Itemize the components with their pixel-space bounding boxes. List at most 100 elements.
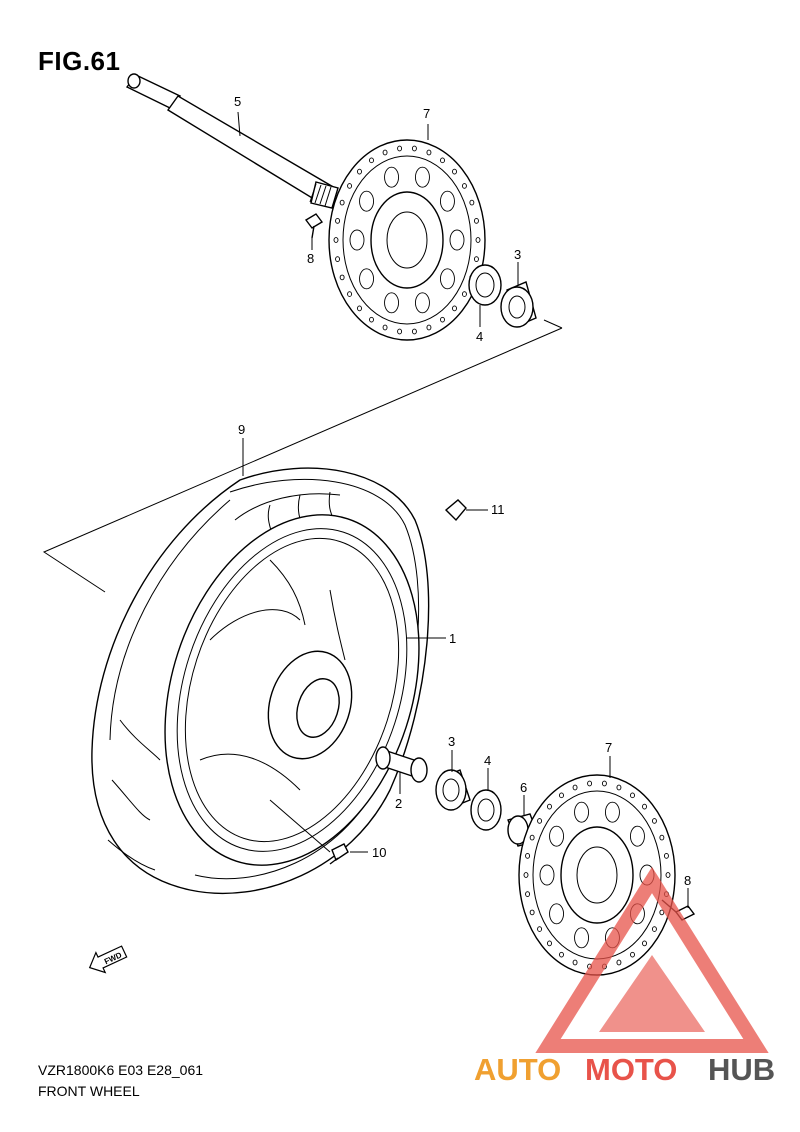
callout-11: 11 bbox=[491, 502, 505, 517]
callout-8-upper: 8 bbox=[307, 251, 314, 266]
disc-drill-hole bbox=[537, 818, 543, 824]
disc-vent-slot bbox=[349, 229, 365, 251]
disc-drill-hole bbox=[461, 291, 467, 297]
disc-drill-hole bbox=[475, 237, 481, 243]
callout-3-upper: 3 bbox=[514, 247, 521, 262]
leader-lines bbox=[237, 111, 689, 908]
disc-drill-hole bbox=[411, 328, 417, 335]
disc-drill-hole bbox=[469, 199, 475, 206]
disc-drill-hole bbox=[333, 237, 339, 243]
callout-7-upper: 7 bbox=[423, 106, 430, 121]
disc-drill-hole bbox=[630, 951, 635, 958]
disc-drill-hole bbox=[665, 872, 671, 878]
callout-1: 1 bbox=[449, 631, 456, 646]
watermark-auto: AUTO bbox=[474, 1052, 561, 1087]
bearing-lower bbox=[435, 769, 471, 811]
disc-vent-slot bbox=[415, 292, 430, 314]
callout-4-lower: 4 bbox=[484, 753, 491, 768]
disc-vent-slot bbox=[384, 166, 399, 188]
disc-drill-hole bbox=[452, 305, 457, 312]
callout-3-lower: 3 bbox=[448, 734, 455, 749]
disc-drill-hole bbox=[335, 218, 341, 224]
watermark-logo-icon bbox=[535, 866, 769, 1053]
disc-drill-hole bbox=[382, 149, 388, 156]
disc-drill-hole bbox=[523, 872, 529, 878]
disc-drill-hole bbox=[537, 926, 543, 932]
balance-weight bbox=[444, 499, 467, 522]
disc-drill-hole bbox=[473, 218, 479, 224]
assembly-plane-outline bbox=[42, 319, 563, 593]
watermark-hub: HUB bbox=[708, 1052, 775, 1087]
tire-valve bbox=[329, 843, 349, 865]
watermark-moto: MOTO bbox=[585, 1052, 677, 1087]
disc-vent-slot bbox=[359, 268, 374, 290]
bearing-upper bbox=[500, 281, 537, 328]
disc-vent-slot bbox=[549, 903, 564, 925]
disc-drill-hole bbox=[559, 951, 564, 958]
disc-vent-slot bbox=[449, 229, 465, 251]
disc-drill-hole bbox=[642, 940, 647, 947]
disc-drill-hole bbox=[525, 891, 531, 897]
disc-drill-hole bbox=[559, 792, 564, 799]
disc-drill-hole bbox=[642, 803, 647, 810]
oil-seal-lower bbox=[470, 789, 502, 831]
front-wheel-rim bbox=[164, 514, 420, 866]
disc-drill-hole bbox=[357, 305, 362, 312]
disc-drill-hole bbox=[572, 959, 578, 966]
disc-drill-hole bbox=[440, 316, 445, 323]
spacer bbox=[375, 746, 428, 783]
disc-vent-slot bbox=[630, 825, 645, 847]
brake-disc-lower bbox=[518, 774, 676, 976]
disc-drill-hole bbox=[369, 157, 374, 164]
disc-drill-hole bbox=[461, 183, 467, 189]
callout-6: 6 bbox=[520, 780, 527, 795]
disc-drill-hole bbox=[426, 149, 432, 156]
callout-10: 10 bbox=[372, 845, 386, 860]
disc-drill-hole bbox=[525, 853, 531, 859]
disc-vent-slot bbox=[574, 801, 589, 823]
disc-drill-hole bbox=[547, 940, 552, 947]
disc-drill-hole bbox=[369, 316, 374, 323]
callout-4-upper: 4 bbox=[476, 329, 483, 344]
disc-drill-hole bbox=[651, 818, 657, 824]
callout-9: 9 bbox=[238, 422, 245, 437]
disc-drill-hole bbox=[452, 168, 457, 175]
disc-vent-slot bbox=[359, 190, 374, 212]
disc-drill-hole bbox=[397, 145, 403, 152]
disc-drill-hole bbox=[659, 909, 665, 916]
callout-5: 5 bbox=[234, 94, 241, 109]
disc-drill-hole bbox=[601, 780, 607, 787]
disc-drill-hole bbox=[339, 199, 345, 206]
disc-drill-hole bbox=[473, 256, 479, 262]
disc-drill-hole bbox=[411, 145, 417, 152]
disc-vent-slot bbox=[574, 927, 589, 949]
callout-7-lower: 7 bbox=[605, 740, 612, 755]
disc-vent-slot bbox=[605, 801, 620, 823]
disc-drill-hole bbox=[663, 853, 669, 859]
disc-drill-hole bbox=[630, 792, 635, 799]
oil-seal-upper bbox=[468, 264, 502, 306]
callout-2: 2 bbox=[395, 796, 402, 811]
disc-drill-hole bbox=[357, 168, 362, 175]
disc-drill-hole bbox=[572, 784, 578, 791]
disc-drill-hole bbox=[659, 834, 665, 841]
brake-disc-upper bbox=[328, 139, 486, 341]
disc-drill-hole bbox=[587, 780, 593, 787]
disc-vent-slot bbox=[415, 166, 430, 188]
disc-bolt-upper bbox=[304, 213, 324, 239]
figure-caption: FRONT WHEEL bbox=[38, 1083, 140, 1099]
callout-8-lower: 8 bbox=[684, 873, 691, 888]
disc-drill-hole bbox=[529, 909, 535, 916]
disc-drill-hole bbox=[440, 157, 445, 164]
model-code: VZR1800K6 E03 E28_061 bbox=[38, 1062, 204, 1078]
disc-drill-hole bbox=[397, 328, 403, 335]
disc-drill-hole bbox=[335, 256, 341, 262]
figure-title: FIG.61 bbox=[38, 46, 121, 76]
disc-drill-hole bbox=[651, 926, 657, 932]
disc-drill-hole bbox=[382, 324, 388, 331]
callouts: 5 7 8 3 4 9 11 1 3 4 6 7 2 10 8 bbox=[234, 94, 691, 888]
disc-drill-hole bbox=[529, 834, 535, 841]
disc-drill-hole bbox=[616, 959, 622, 966]
disc-vent-slot bbox=[549, 825, 564, 847]
